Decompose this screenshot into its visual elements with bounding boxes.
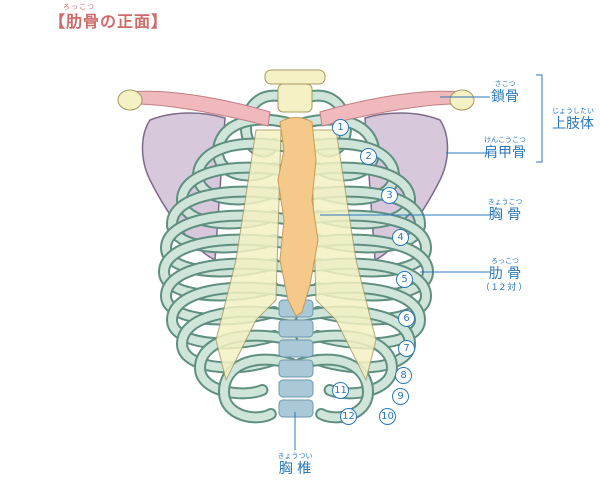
ruby: さこつ [494,80,516,88]
rib-12-left [219,355,296,422]
rib-5-right [296,187,425,252]
acromion-right [449,89,475,111]
rib-11-left [195,331,296,398]
label-text: 肋 骨 [488,266,522,282]
label-sternum: きょうこつ 胸 骨 [488,198,523,223]
title-ruby: ろっこつ [63,3,95,11]
rib-number-11: 11 [332,382,349,399]
rib-number-10: 10 [379,408,396,425]
rib-number-1: 1 [332,119,349,136]
vertebra [278,319,314,338]
rib-number-2: 2 [360,148,377,165]
title-text: 【肋骨の正面】 [49,12,169,31]
rib-12-right [296,355,373,422]
leader-lines [294,74,543,450]
rib-11-right [296,331,397,398]
rib-6-left [161,211,296,276]
label-upper-limb: じょうしたい 上肢体 [552,107,594,132]
label-text: 肩甲骨 [484,145,526,161]
costal-cartilage [310,129,377,382]
rib-6-right [296,211,431,276]
ruby: ろっこつ [490,257,519,265]
costal-cartilage [215,129,282,382]
vertebra [278,339,314,358]
rib-7-left [159,235,296,300]
clavicle-left [129,90,271,127]
ruby: けんこうこつ [484,136,526,144]
label-text: 胸 椎 [278,461,312,477]
vertebra [278,399,314,418]
clavicle-right [319,90,461,127]
acromion-left [117,89,143,111]
label-ribs: ろっこつ 肋 骨 （12対） [481,257,529,294]
rib-5-left [167,187,296,252]
rib-number-4: 4 [392,229,409,246]
sternum [277,117,319,317]
ruby: じょうしたい [552,107,594,115]
rib-number-3: 3 [381,187,398,204]
label-note: （12対） [480,283,530,293]
rib-number-9: 9 [392,388,409,405]
label-scapula: けんこうこつ 肩甲骨 [484,136,526,161]
clavicles [117,89,475,127]
vertebra [278,359,314,378]
rib-number-6: 6 [398,310,415,327]
rib-number-7: 7 [398,340,415,357]
page-title: ろっこつ 【肋骨の正面】 [49,3,169,32]
label-clavicle: さこつ 鎖骨 [491,80,519,105]
rib-number-8: 8 [395,367,412,384]
ruby: きょうこつ [487,198,523,206]
ruby: きょうつい [277,452,313,460]
vertebra [278,379,314,398]
rib-number-5: 5 [396,271,413,288]
label-text: 鎖骨 [491,89,519,105]
rib-number-12: 12 [340,408,357,425]
cervical-vertebra [264,69,326,113]
label-text: 上肢体 [552,116,594,132]
label-text: 胸 骨 [488,207,522,223]
label-thoracic-vertebrae: きょうつい 胸 椎 [278,452,313,477]
